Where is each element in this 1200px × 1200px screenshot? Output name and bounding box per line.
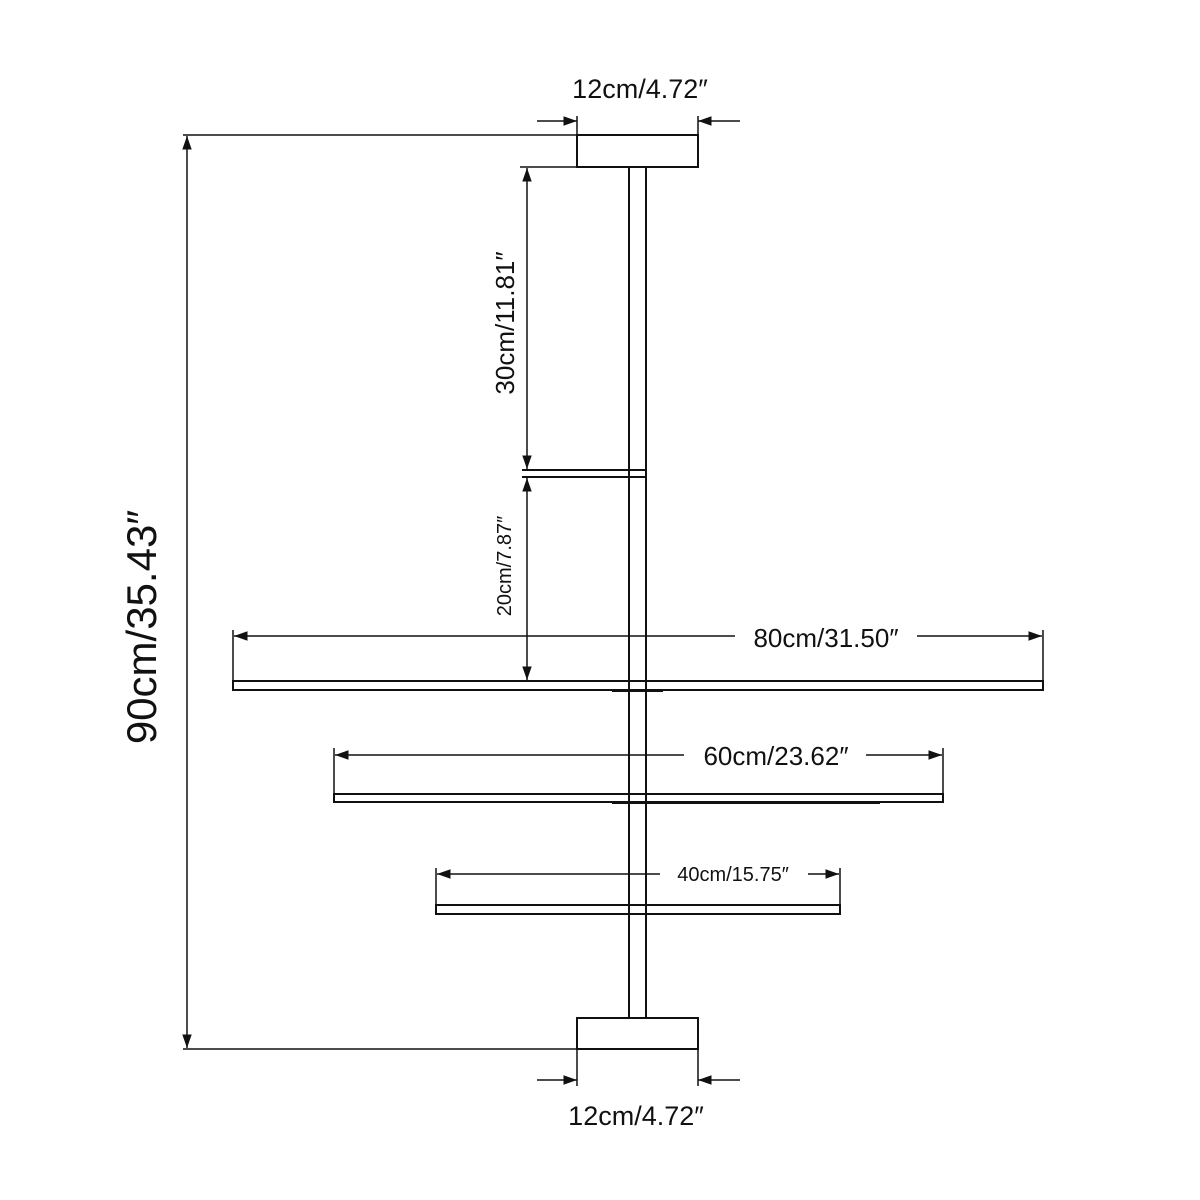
upper-rod-length-label: 30cm/11.81″ (490, 251, 520, 394)
middle-rod-length-label: 20cm/7.87″ (494, 516, 516, 616)
bar-small-label: 40cm/15.75″ (677, 864, 789, 886)
bottom-canopy-width-label: 12cm/4.72″ (568, 1101, 704, 1131)
bar-medium-label: 60cm/23.62″ (703, 741, 848, 771)
overall-height-label: 90cm/35.43″ (118, 510, 165, 744)
top-canopy-width-label: 12cm/4.72″ (572, 74, 708, 104)
bottom-canopy (183, 1017, 740, 1086)
center-rod (522, 167, 647, 1018)
top-canopy (183, 116, 740, 168)
bar-large (232, 630, 1044, 692)
bar-large-label: 80cm/31.50″ (753, 623, 898, 653)
